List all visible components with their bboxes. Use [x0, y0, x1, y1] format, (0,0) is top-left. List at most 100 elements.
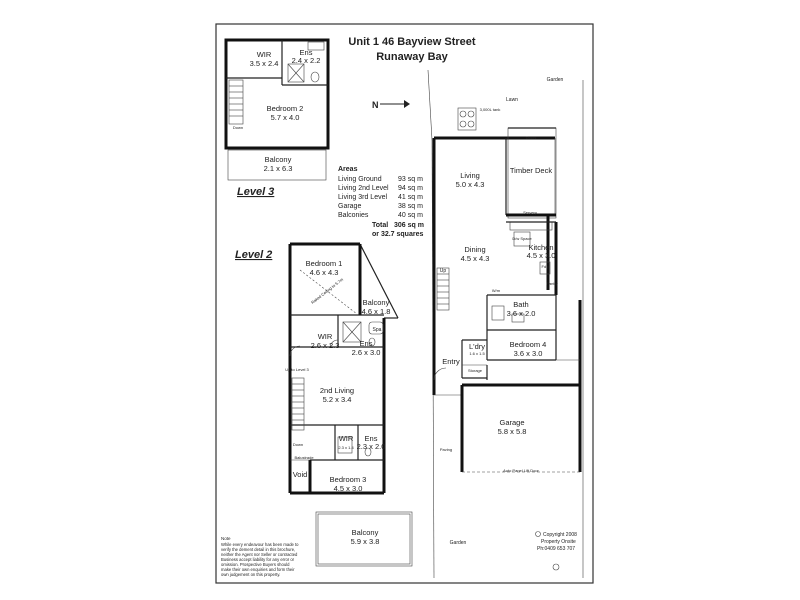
north-label: N	[372, 100, 379, 110]
level3-plan: WIR 3.5 x 2.4 Ens 2.4 x 2.2 Bedroom 2 5.…	[224, 38, 330, 181]
l2-up-label: Up to Level 3	[285, 367, 309, 372]
copyright-icon	[535, 531, 541, 537]
area-label-0: Living Ground	[338, 176, 382, 183]
l2-ens2-name: Ens	[365, 434, 378, 443]
l2-balcony1-name: Balcony	[363, 298, 390, 307]
shower-icon	[491, 305, 505, 321]
note-line-5: make their own enquiries and form their	[221, 567, 295, 572]
toilet-icon	[368, 337, 376, 347]
g-living-dims: 5.0 x 4.3	[456, 180, 485, 189]
disclaimer-note: Note While every endeavour has been made…	[221, 536, 299, 577]
l2-void-label: Void	[293, 470, 308, 479]
note-heading: Note	[221, 536, 231, 541]
l2-ens2-dims: 2.3 x 2.0	[357, 442, 386, 451]
note-line-6: own judgement on this property.	[221, 572, 280, 577]
stairs-icon	[291, 377, 305, 431]
l3-ens-dims: 2.4 x 2.2	[292, 56, 321, 65]
l2-bedroom3-name: Bedroom 3	[330, 475, 367, 484]
l3-ens-name: Ens	[300, 48, 313, 57]
area-label-2: Living 3rd Level	[338, 194, 387, 201]
g-doors: Doors	[526, 135, 537, 140]
g-entry: Entry	[442, 357, 460, 366]
g-bedroom4-dims: 3.6 x 3.0	[514, 349, 543, 358]
note-line-0: While every endeavour has been made to	[221, 542, 299, 547]
g-dining-dims: 4.5 x 4.3	[461, 254, 490, 263]
g-storage: Storage	[468, 368, 483, 373]
copyright-line3: Ph:0409 653 707	[537, 546, 575, 552]
l3-bedroom2-dims: 5.7 x 4.0	[271, 113, 300, 122]
stairs-icon	[436, 267, 450, 311]
l2-wir2-name: WIR	[339, 434, 354, 443]
areas-table: Areas Living Ground 93 sq m Living 2nd L…	[338, 166, 424, 238]
level2-label: Level 2	[235, 249, 272, 261]
spa-icon	[368, 321, 384, 335]
g-lawn: Lawn	[506, 97, 518, 103]
g-bedroom4-name: Bedroom 4	[510, 340, 547, 349]
stairs-icon	[228, 79, 244, 125]
note-line-1: verify the dement detail in this brochur…	[221, 547, 295, 552]
l2-balcony1-dims: 4.6 x 1.8	[362, 307, 391, 316]
g-fdg: Fdg	[542, 264, 549, 269]
l2-living-name: 2nd Living	[320, 386, 354, 395]
north-arrow-icon	[380, 100, 410, 108]
level3-label: Level 3	[237, 186, 274, 198]
areas-heading: Areas	[338, 166, 358, 173]
l3-bedroom2-name: Bedroom 2	[267, 104, 304, 113]
area-value-2: 41 sq m	[398, 194, 423, 201]
l2-wir1-dims: 2.6 x 2.3	[311, 341, 340, 350]
copyright-line2: Property Onsite	[541, 539, 576, 545]
g-garden-bottom: Garden	[450, 540, 467, 546]
toilet-icon	[364, 447, 372, 457]
l2-wir1-name: WIR	[318, 332, 333, 341]
vanity-icon	[511, 313, 525, 323]
area-value-4: 40 sq m	[398, 212, 423, 219]
copyright-line1: Copyright 2008	[543, 532, 577, 538]
header-suburb: Runaway Bay	[376, 51, 448, 63]
g-garden-top: Garden	[547, 77, 564, 83]
l2-spa-label: Spa	[373, 327, 382, 333]
l2-balustrade-label: Balustrade	[294, 455, 314, 460]
g-dining-name: Dining	[464, 245, 485, 254]
l3-down-label: Down	[233, 125, 243, 130]
area-label-1: Living 2nd Level	[338, 185, 389, 192]
page-border	[215, 23, 594, 584]
area-value-0: 93 sq m	[398, 176, 423, 183]
g-paving: Paving	[440, 447, 452, 452]
area-value-3: 38 sq m	[398, 203, 423, 210]
l2-balcony2-dims: 5.9 x 3.8	[351, 537, 380, 546]
header-address: Unit 1 46 Bayview Street	[348, 36, 476, 48]
l2-bedroom1-dims: 4.6 x 4.3	[310, 268, 339, 277]
l2-down-label: Down	[293, 442, 303, 447]
shower-icon	[342, 321, 362, 343]
g-wm: W/m	[492, 288, 501, 293]
g-pantry: Pantry	[546, 281, 558, 286]
note-line-3: Business accept liability for any error …	[221, 557, 295, 562]
g-garage-door: Auto Panel Lift Door	[503, 468, 539, 473]
water-tank-icon	[457, 107, 477, 131]
g-bath-dims: 3.6 x 2.0	[507, 309, 536, 318]
g-up: Up	[440, 268, 447, 274]
ground-plan: Garden Lawn 3,000L tank Living 5.0 x 4.3…	[427, 69, 584, 579]
g-laundry-dims: 1.6 x 1.5	[469, 351, 485, 356]
l2-balcony2-name: Balcony	[352, 528, 379, 537]
copyright-block: Copyright 2008 Property Onsite Ph:0409 6…	[535, 531, 577, 552]
l3-balcony-dims: 2.1 x 6.3	[264, 164, 293, 173]
toilet-icon	[310, 71, 320, 83]
area-value-1: 94 sq m	[398, 185, 423, 192]
l3-wir-name: WIR	[257, 50, 272, 59]
area-total-label: Total	[372, 222, 388, 229]
area-total-value: 306 sq m	[394, 222, 424, 229]
vanity-icon	[307, 41, 325, 51]
g-bath-name: Bath	[513, 300, 528, 309]
note-line-4: omission. Prospective Buyers should	[221, 562, 290, 567]
area-squares: or 32.7 squares	[372, 231, 423, 238]
g-kitchen-name: Kitchen	[528, 243, 553, 252]
area-label-4: Balconies	[338, 212, 369, 219]
l2-bedroom3-dims: 4.5 x 3.0	[334, 484, 363, 493]
g-kitchen-dims: 4.5 x 3.0	[527, 251, 556, 260]
l2-ens1-dims: 2.6 x 3.0	[352, 348, 381, 357]
g-garage-dims: 5.8 x 5.8	[498, 427, 527, 436]
g-servery: Servery	[523, 210, 537, 215]
g-deck-name: Timber Deck	[510, 166, 552, 175]
